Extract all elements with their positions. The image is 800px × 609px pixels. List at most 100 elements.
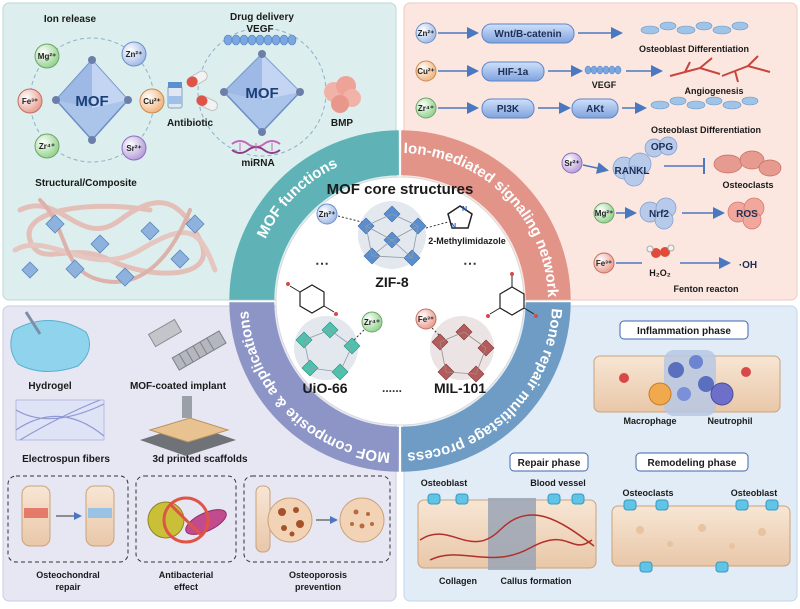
- zn-link: [337, 215, 363, 223]
- mil101-framework: [430, 316, 495, 383]
- blood-vessel-label: Blood vessel: [530, 478, 586, 488]
- svg-text:Zn²⁺: Zn²⁺: [418, 29, 435, 38]
- bmp-label: BMP: [331, 118, 354, 129]
- methylimidazole-label: 2-Methylimidazole: [428, 236, 506, 246]
- svg-text:Nrf2: Nrf2: [649, 209, 669, 220]
- svg-text:Osteoblast Differentiation: Osteoblast Differentiation: [651, 125, 761, 135]
- svg-text:Angiogenesis: Angiogenesis: [684, 86, 743, 96]
- zif8-framework: [357, 201, 427, 269]
- svg-text:Fenton reacton: Fenton reacton: [673, 284, 738, 294]
- remodeling-phase-label: Remodeling phase: [648, 458, 737, 469]
- uio66-label: UiO-66: [302, 380, 347, 396]
- ion-mg: Mg²⁺: [34, 43, 60, 69]
- hydrogel-label: Hydrogel: [28, 381, 72, 392]
- svg-text:Fe³⁺: Fe³⁺: [22, 97, 38, 106]
- svg-text:Zr⁴⁺: Zr⁴⁺: [364, 318, 380, 327]
- implant-screw-icon: [147, 318, 227, 371]
- repair-phase-badge: [509, 452, 589, 472]
- ring-quadrant-bone-repair: [401, 302, 571, 472]
- collagen-label: Collagen: [439, 576, 477, 586]
- neutrophil-icon: [710, 382, 734, 406]
- svg-text:Cu²⁺: Cu²⁺: [417, 67, 435, 76]
- ring-quadrant-ion-network: [401, 130, 571, 300]
- svg-text:Mg²⁺: Mg²⁺: [38, 52, 56, 61]
- zif8-label: ZIF-8: [375, 274, 409, 290]
- ellipsis-right: ⋯: [463, 255, 477, 271]
- signal-row-cu: Cu²⁺ HIF-1a VEGF Angiogenesis: [415, 55, 771, 96]
- inflammation-phase-badge: [619, 320, 749, 340]
- hydrogel-icon: [10, 311, 91, 372]
- electrospun-label: Electrospun fibers: [22, 454, 110, 465]
- mirna-icon: [231, 140, 281, 154]
- ion-zr: Zr⁴⁺: [34, 133, 60, 159]
- electrospun-fiber-icon: [15, 399, 105, 441]
- drug-delivery-label: Drug delivery: [230, 12, 294, 23]
- svg-text:Osteoblast Differentiation: Osteoblast Differentiation: [639, 44, 749, 54]
- signal-row-fe: Fe³⁺ H₂O₂ ·OH Fenton reacton: [593, 244, 757, 294]
- core-title: MOF core structures: [327, 181, 474, 198]
- structural-composite-label: Structural/Composite: [35, 178, 137, 189]
- svg-text:Cu²⁺: Cu²⁺: [143, 97, 161, 106]
- ellipsis-left: ⋯: [315, 255, 329, 271]
- macrophage-icon: [648, 382, 672, 406]
- mil101-label: MIL-101: [434, 380, 486, 396]
- svg-text:Zr⁴⁺: Zr⁴⁺: [418, 104, 434, 113]
- ring-quadrant-mof-functions: [229, 130, 399, 300]
- svg-text:Osteoclasts: Osteoclasts: [722, 180, 773, 190]
- signal-row-zn: Zn²⁺ Wnt/B-catenin Osteoblast Differenti…: [415, 21, 749, 54]
- signal-row-zr: Zr⁴⁺ PI3K AKt Osteoblast Differentiation: [415, 96, 761, 135]
- svg-text:PI3K: PI3K: [497, 104, 520, 115]
- h2o2-molecule-icon: [646, 244, 675, 258]
- mof-label-right: MOF: [245, 85, 278, 102]
- ion-cu: Cu²⁺: [139, 88, 165, 114]
- vegf-chain: [223, 34, 297, 46]
- antibiotic-vial-icon: [167, 82, 183, 109]
- svg-text:N: N: [451, 223, 456, 230]
- callus-label: Callus formation: [500, 576, 571, 586]
- svg-text:RANKL: RANKL: [615, 166, 650, 177]
- svg-text:AKt: AKt: [586, 104, 604, 115]
- uio66-framework: [294, 316, 361, 381]
- ellipsis-bottom: ......: [382, 381, 402, 395]
- svg-text:OPG: OPG: [651, 142, 673, 153]
- osteoblast-label-right: Osteoblast: [731, 488, 778, 498]
- mirna-label: miRNA: [241, 158, 274, 169]
- mof-octahedron-right: [220, 50, 304, 136]
- btc-acid-icon: [486, 272, 538, 318]
- osteoporosis-label-2: prevention: [295, 582, 341, 592]
- neutrophil-label: Neutrophil: [708, 416, 753, 426]
- repair-tissue: [417, 493, 597, 570]
- core-zn-ion: Zn²⁺: [316, 203, 338, 225]
- terephthalic-acid-icon: [286, 282, 338, 316]
- repair-phase-label: Repair phase: [518, 458, 581, 469]
- osteoblast-label-left: Osteoblast: [421, 478, 468, 488]
- svg-text:Sr²⁺: Sr²⁺: [126, 144, 141, 153]
- svg-text:·OH: ·OH: [739, 260, 757, 271]
- osteoclasts-label-bottom: Osteoclasts: [622, 488, 673, 498]
- ion-sr: Sr²⁺: [121, 135, 147, 161]
- osteoporosis-label: Osteoporosis: [289, 570, 347, 580]
- ion-fe: Fe³⁺: [17, 88, 43, 114]
- remodeling-phase-badge: [635, 452, 749, 472]
- ion-zn: Zn²⁺: [121, 41, 147, 67]
- svg-text:Zr⁴⁺: Zr⁴⁺: [39, 142, 55, 151]
- mof-octahedron-left: [52, 56, 132, 144]
- application-box-antibacterial: [135, 475, 237, 563]
- svg-text:Fe³⁺: Fe³⁺: [596, 259, 612, 268]
- capsule-icon: [186, 70, 218, 112]
- svg-text:Fe³⁺: Fe³⁺: [418, 315, 434, 324]
- svg-text:Sr²⁺: Sr²⁺: [564, 159, 579, 168]
- signal-row-sr: Sr²⁺ RANKL OPG Osteoclasts: [561, 136, 782, 190]
- svg-text:VEGF: VEGF: [592, 80, 617, 90]
- remodeling-tissue: [611, 499, 791, 573]
- svg-text:H₂O₂: H₂O₂: [649, 268, 671, 278]
- svg-text:Zn²⁺: Zn²⁺: [319, 210, 336, 219]
- core-fe-ion: Fe³⁺: [415, 308, 437, 330]
- svg-text:ROS: ROS: [736, 209, 758, 220]
- mof-label-left: MOF: [75, 93, 108, 110]
- signal-row-mg: Mg²⁺ Nrf2 ROS: [593, 197, 765, 230]
- ring-quadrant-composite: [229, 302, 399, 472]
